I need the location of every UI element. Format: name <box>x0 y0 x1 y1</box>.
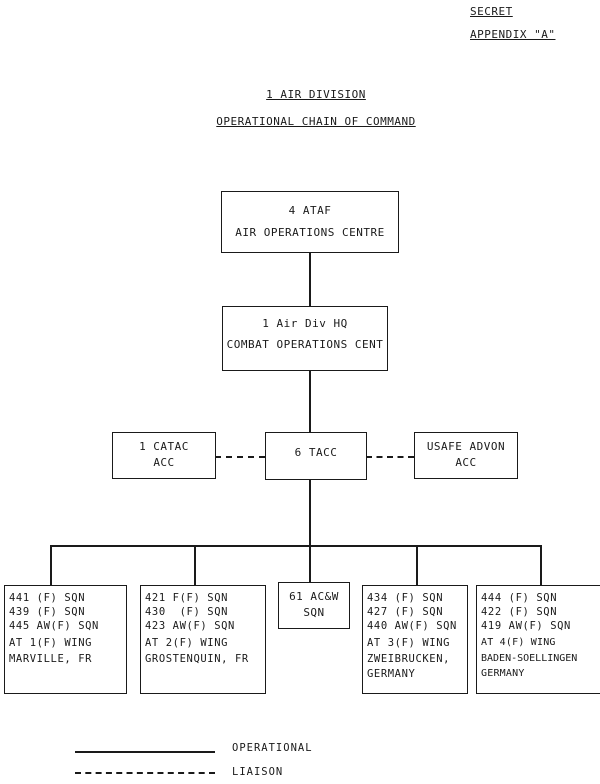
node-6-tacc: 6 TACC <box>265 432 367 480</box>
wing3-line: 434 (F) SQN <box>367 592 444 604</box>
wing4-line: 422 (F) SQN <box>481 606 558 618</box>
node-4-ataf-line2: AIR OPERATIONS CENTRE <box>235 226 385 239</box>
node-4-ataf: 4 ATAF AIR OPERATIONS CENTRE <box>221 191 399 253</box>
wing1-line: 439 (F) SQN <box>9 606 86 618</box>
wing4-line: 444 (F) SQN <box>481 592 558 604</box>
wing3-line: 427 (F) SQN <box>367 606 444 618</box>
acw-line: SQN <box>303 606 325 619</box>
wing2-line: GROSTENQUIN, FR <box>145 653 249 665</box>
legend-liaison-label: LIAISON <box>232 766 284 778</box>
wing1-line: MARVILLE, FR <box>9 653 93 665</box>
node-1-air-div-hq-line1: 1 Air Div HQ <box>262 317 348 330</box>
drop-wing4 <box>540 545 542 585</box>
operational-bus-line <box>50 545 541 547</box>
wing2-line: AT 2(F) WING <box>145 637 229 649</box>
drop-wing3 <box>416 545 418 585</box>
liaison-tacc-usafe <box>366 456 414 458</box>
wing4-line: AT 4(F) WING <box>481 637 556 648</box>
legend-liaison-line <box>75 772 215 774</box>
node-1-air-div-hq-line2: COMBAT OPERATIONS CENT <box>226 338 384 351</box>
connector-airdiv-tacc <box>309 370 311 432</box>
drop-acw <box>309 545 311 582</box>
connector-tacc-bus <box>309 479 311 546</box>
node-usafe-advon-line1: USAFE ADVON <box>426 440 506 453</box>
wing1-line: 441 (F) SQN <box>9 592 86 604</box>
node-3-f-wing: 434 (F) SQN 427 (F) SQN 440 AW(F) SQN AT… <box>362 585 468 694</box>
node-1-catac-line1: 1 CATAC <box>139 440 189 453</box>
drop-wing2 <box>194 545 196 585</box>
node-usafe-advon-line2: ACC <box>455 456 477 469</box>
node-1-air-div-hq: 1 Air Div HQ COMBAT OPERATIONS CENT <box>222 306 388 371</box>
node-4-ataf-line1: 4 ATAF <box>288 204 332 217</box>
wing4-line: BADEN-SOELLINGEN <box>481 653 578 664</box>
legend-operational-label: OPERATIONAL <box>232 742 313 754</box>
diagram-subtitle: OPERATIONAL CHAIN OF COMMAND <box>216 115 416 128</box>
node-1-f-wing: 441 (F) SQN 439 (F) SQN 445 AW(F) SQN AT… <box>4 585 127 694</box>
legend-operational-line <box>75 751 215 753</box>
node-4-f-wing: 444 (F) SQN 422 (F) SQN 419 AW(F) SQN AT… <box>476 585 600 694</box>
wing2-line: 430 (F) SQN <box>145 606 229 618</box>
wing2-line: 423 AW(F) SQN <box>145 620 235 632</box>
liaison-catac-tacc <box>215 456 265 458</box>
node-61-acw-sqn: 61 AC&W SQN <box>278 582 350 629</box>
wing4-line: GERMANY <box>481 668 525 679</box>
wing3-line: ZWEIBRUCKEN, <box>367 653 451 665</box>
node-usafe-advon: USAFE ADVON ACC <box>414 432 518 479</box>
wing3-line: 440 AW(F) SQN <box>367 620 457 632</box>
node-1-catac-line2: ACC <box>153 456 175 469</box>
node-6-tacc-line1: 6 TACC <box>294 446 338 459</box>
appendix-label: APPENDIX "A" <box>470 28 556 41</box>
wing2-line: 421 F(F) SQN <box>145 592 229 604</box>
wing4-line: 419 AW(F) SQN <box>481 620 571 632</box>
wing1-line: 445 AW(F) SQN <box>9 620 99 632</box>
classification-label: SECRET <box>470 5 513 18</box>
node-1-catac: 1 CATAC ACC <box>112 432 216 479</box>
acw-line: 61 AC&W <box>289 590 339 603</box>
wing1-line: AT 1(F) WING <box>9 637 93 649</box>
wing3-line: GERMANY <box>367 668 416 680</box>
node-2-f-wing: 421 F(F) SQN 430 (F) SQN 423 AW(F) SQN A… <box>140 585 266 694</box>
connector-ataf-airdiv <box>309 252 311 307</box>
wing3-line: AT 3(F) WING <box>367 637 451 649</box>
diagram-title: 1 AIR DIVISION <box>266 88 366 101</box>
drop-wing1 <box>50 545 52 585</box>
